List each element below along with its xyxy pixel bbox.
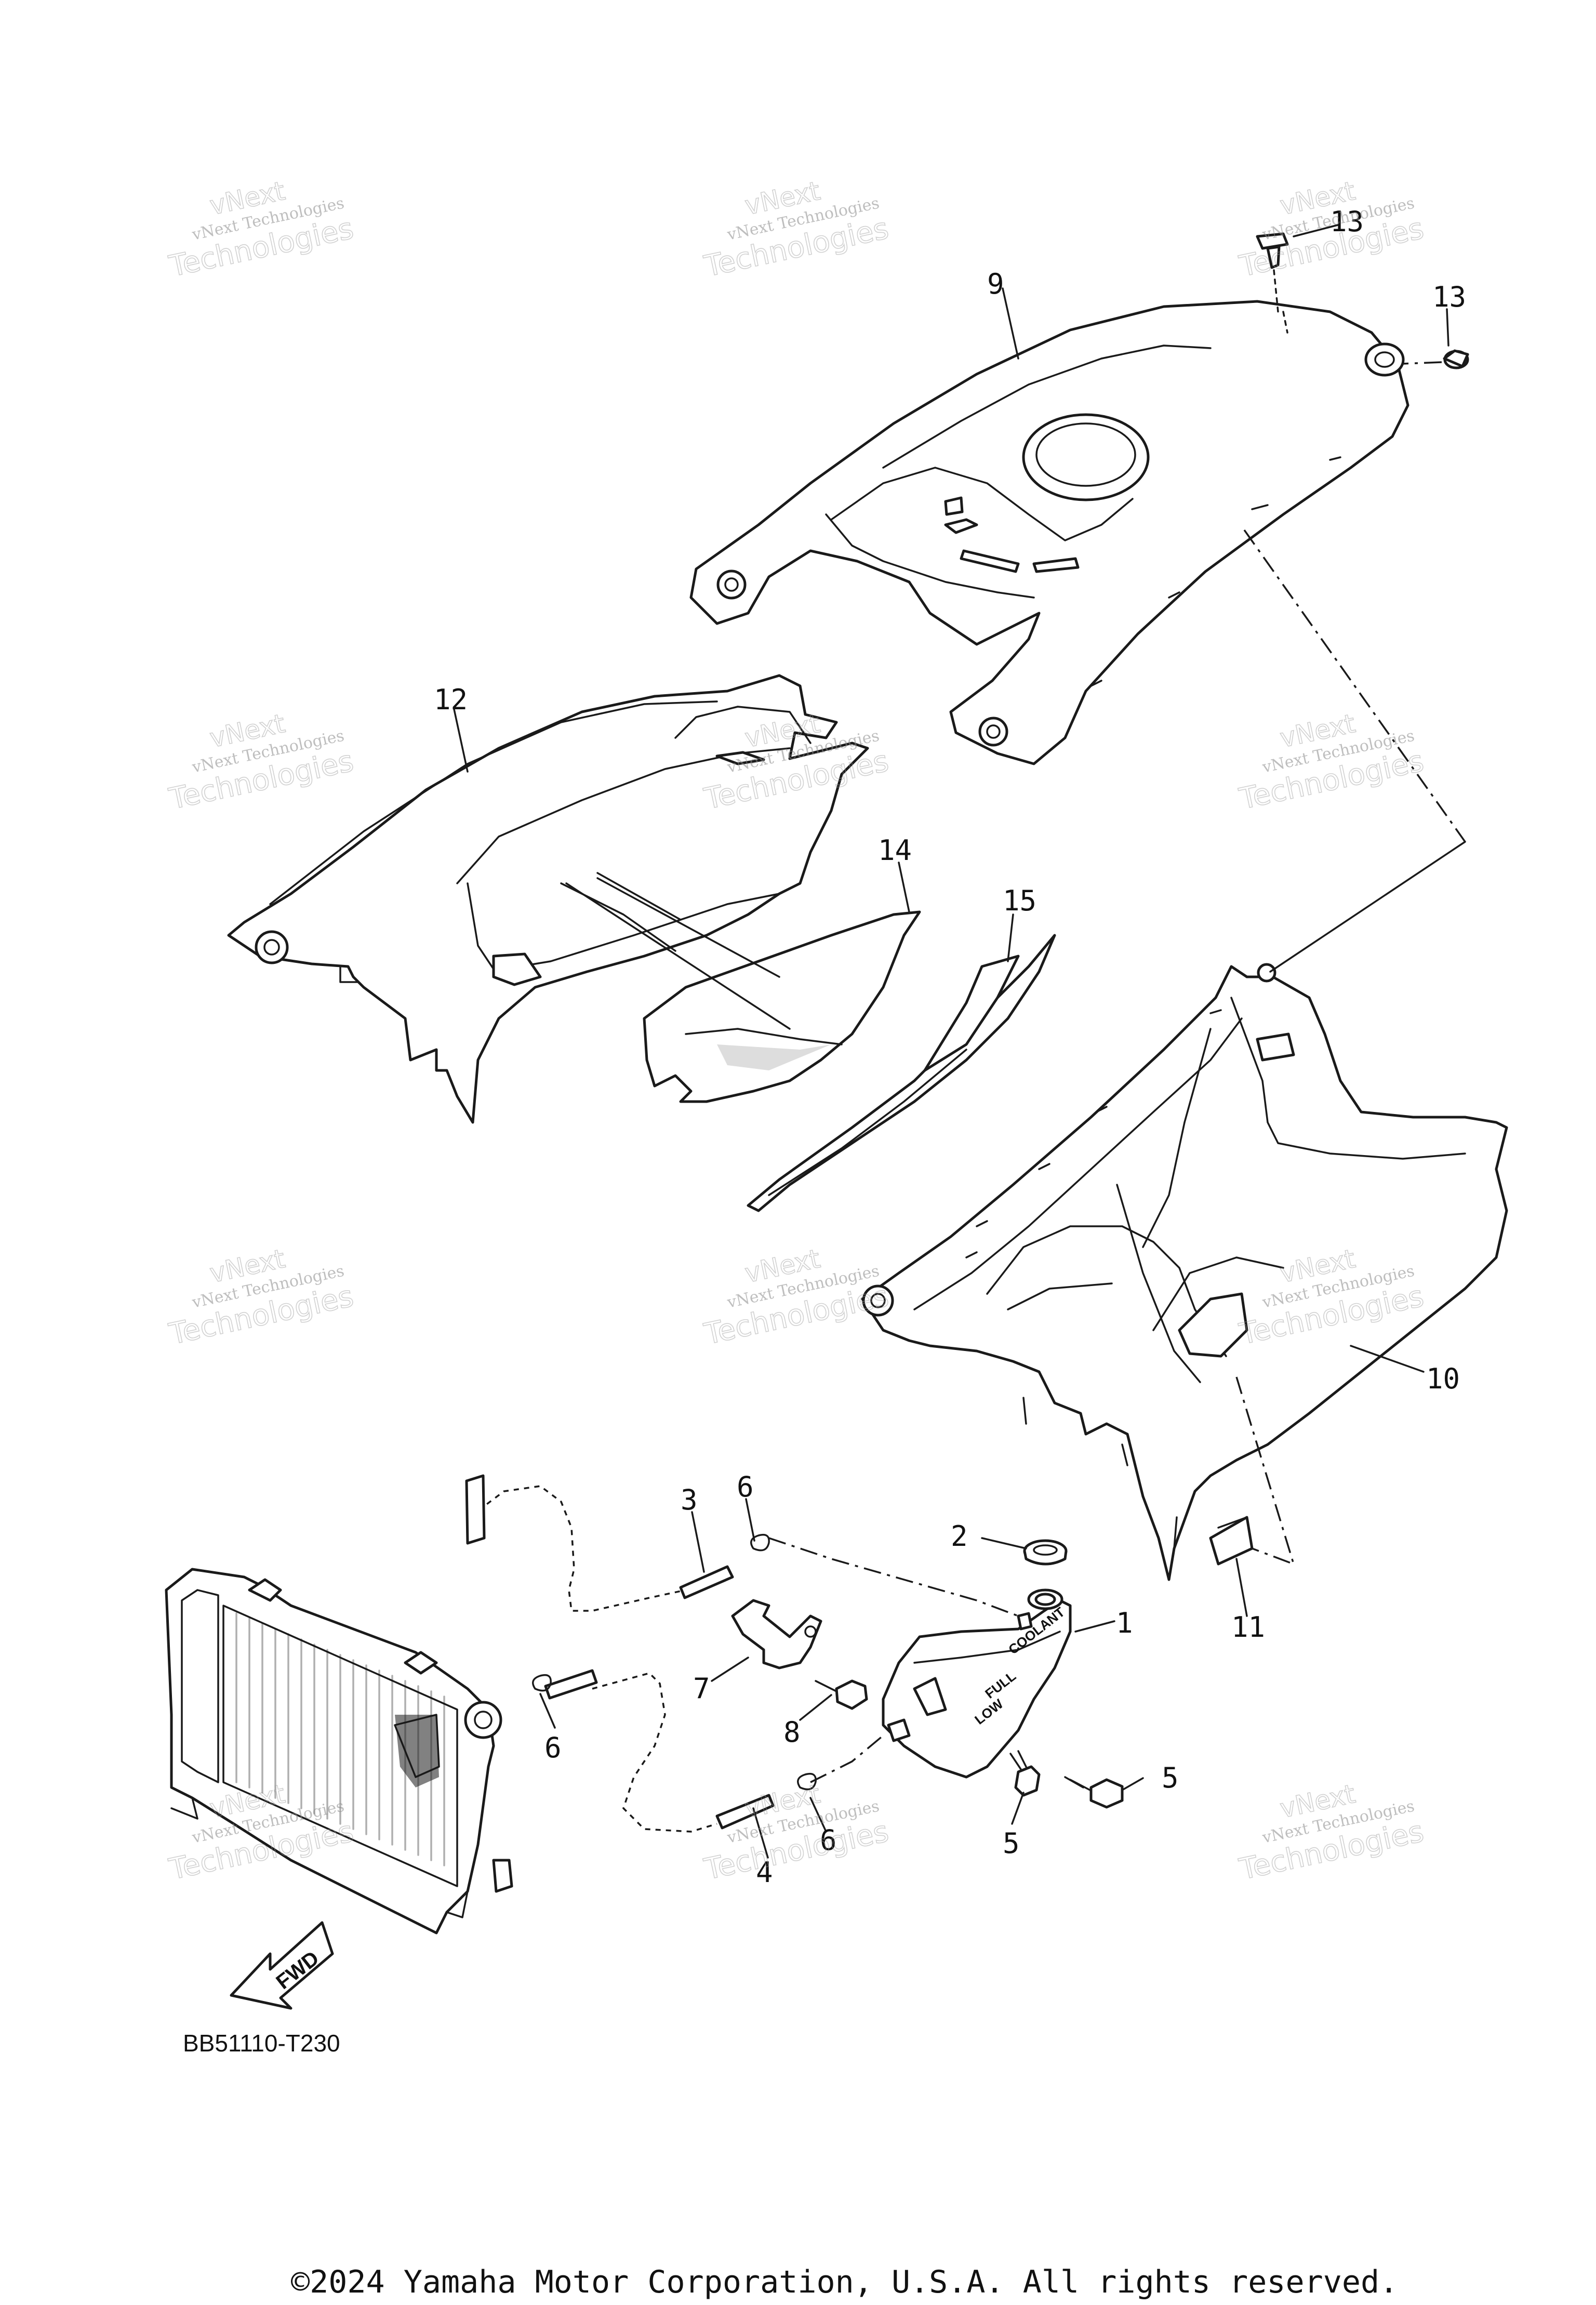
callout-6b: 6	[544, 1731, 562, 1764]
watermark: vNext vNext Technologies Technologies	[166, 708, 357, 816]
watermark: vNext vNext Technologies Technologies	[701, 1243, 892, 1352]
assembly-lines	[565, 529, 1466, 1566]
callout-4: 4	[756, 1856, 773, 1889]
bolt-8	[815, 1679, 868, 1710]
part-12-left-side-cover	[227, 674, 869, 1124]
callout-14: 14	[878, 834, 912, 867]
watermark: vNext vNext Technologies Technologies	[1236, 175, 1427, 284]
copyright-notice: ©2024 Yamaha Motor Corporation, U.S.A. A…	[291, 2264, 1398, 2300]
callout-6c: 6	[820, 1824, 837, 1857]
bolt-5a	[1064, 1776, 1124, 1809]
drawing-number: BB51110-T230	[183, 2030, 340, 2057]
part-15-strip	[747, 934, 1056, 1212]
callout-12: 12	[434, 683, 468, 716]
rivet-13a	[1256, 232, 1289, 334]
radiator	[165, 1568, 513, 1935]
callout-3: 3	[681, 1483, 698, 1516]
watermark: vNext vNext Technologies Technologies	[701, 708, 892, 816]
callout-2: 2	[951, 1520, 968, 1553]
callout-1: 1	[1116, 1607, 1133, 1639]
bolt-5b	[1009, 1750, 1041, 1797]
watermark: vNext vNext Technologies Technologies	[1236, 708, 1427, 816]
hose-clamps	[532, 1533, 817, 1791]
callout-6a: 6	[737, 1471, 754, 1503]
part-9-top-cover	[689, 300, 1409, 765]
part-14-panel	[643, 910, 921, 1103]
callout-9: 9	[987, 268, 1004, 300]
fwd-arrow: FWD	[230, 1921, 334, 2010]
callout-15: 15	[1003, 884, 1036, 917]
callout-10: 10	[1426, 1362, 1460, 1395]
part-10-right-side-cover	[861, 963, 1508, 1581]
part-2-cap	[1023, 1539, 1068, 1566]
watermark: vNext vNext Technologies Technologies	[1236, 1778, 1427, 1887]
callout-8: 8	[783, 1716, 801, 1748]
callout-5a: 5	[1162, 1761, 1179, 1794]
callout-13b: 13	[1432, 281, 1466, 313]
watermarks: vNext vNext Technologies Technologies vN…	[166, 175, 1427, 1887]
hose-3	[465, 1474, 1040, 1625]
part-11-pad	[1209, 1516, 1254, 1566]
callout-11: 11	[1231, 1611, 1265, 1644]
watermark: vNext vNext Technologies Technologies	[166, 175, 357, 284]
callout-7: 7	[693, 1672, 710, 1705]
part-7-bracket	[731, 1599, 822, 1670]
watermark: vNext vNext Technologies Technologies	[701, 175, 892, 284]
callout-5b: 5	[1003, 1827, 1020, 1860]
callout-13a: 13	[1330, 205, 1364, 238]
rivet-13b	[1402, 349, 1469, 369]
leader-lines	[453, 224, 1449, 1859]
callouts: 1 2 3 4 5 5 6 6 6 7 8 9 10 11 12 13 13 1…	[434, 205, 1466, 1889]
watermark: vNext vNext Technologies Technologies	[166, 1243, 357, 1352]
hose-4	[544, 1669, 884, 1833]
part-1-coolant-tank: COOLANT FULL LOW	[882, 1588, 1072, 1779]
